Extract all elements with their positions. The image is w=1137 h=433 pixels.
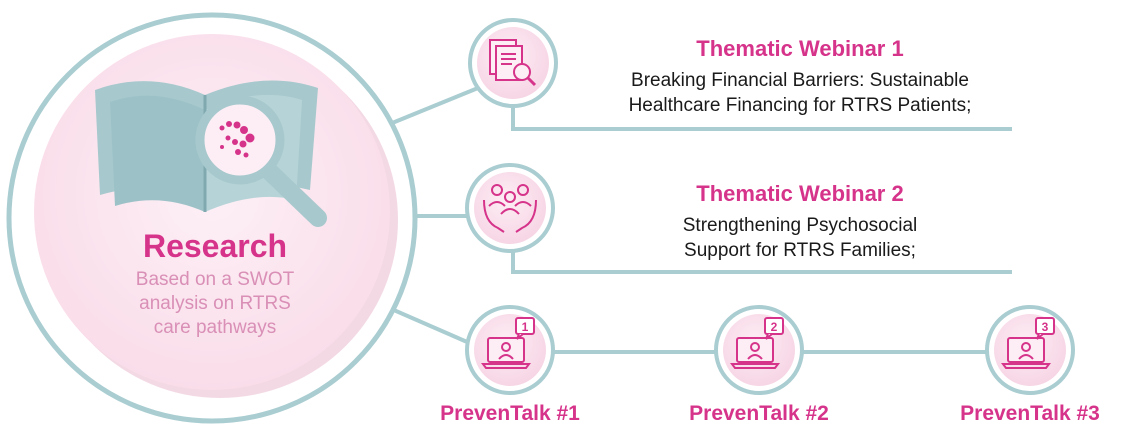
- preventalk1-label: PrevenTalk #1: [440, 402, 580, 425]
- preventalk-badge-number: 3: [1042, 320, 1049, 334]
- preventalk2-label: PrevenTalk #2: [689, 402, 829, 425]
- webinar2-circle: [465, 163, 555, 253]
- webinar2-title: Thematic Webinar 2: [696, 181, 904, 206]
- webinar1-description-line: Breaking Financial Barriers: Sustainable: [631, 70, 969, 91]
- preventalk3-label: PrevenTalk #3: [960, 402, 1100, 425]
- connector-webinar1-underline: [511, 100, 1012, 131]
- research-circle: [6, 12, 418, 424]
- research-title: Research: [142, 228, 288, 264]
- open-book-magnifier-icon: [95, 80, 327, 227]
- webinar2-description: Strengthening Psychosocial Support for R…: [570, 213, 1030, 263]
- laptop-chat-icon: 1: [481, 317, 535, 369]
- research-subtitle-line: care pathways: [153, 317, 277, 338]
- webinar1-description-line: Healthcare Financing for RTRS Patients;: [628, 95, 972, 116]
- laptop-chat-icon: 3: [1001, 317, 1055, 369]
- webinar1-description: Breaking Financial Barriers: Sustainable…: [570, 68, 1030, 118]
- webinar1-title: Thematic Webinar 1: [696, 36, 904, 61]
- preventalk-badge-number: 1: [522, 320, 529, 334]
- research-subtitle-line: Based on a SWOT: [135, 269, 295, 290]
- webinar1-circle: [468, 18, 558, 108]
- preventalk-badge-number: 2: [771, 320, 778, 334]
- connector-research-webinar1: [379, 86, 479, 130]
- connector-research-preventalk1: [379, 302, 475, 347]
- webinar2-description-line: Strengthening Psychosocial: [682, 215, 918, 236]
- document-magnifier-icon: [489, 39, 537, 87]
- research-subtitle: Based on a SWOT analysis on RTRS care pa…: [80, 268, 350, 340]
- laptop-chat-icon: 2: [730, 317, 784, 369]
- webinar2-description-line: Support for RTRS Families;: [684, 240, 916, 261]
- people-in-hands-icon: [483, 184, 537, 233]
- research-subtitle-line: analysis on RTRS: [139, 293, 291, 314]
